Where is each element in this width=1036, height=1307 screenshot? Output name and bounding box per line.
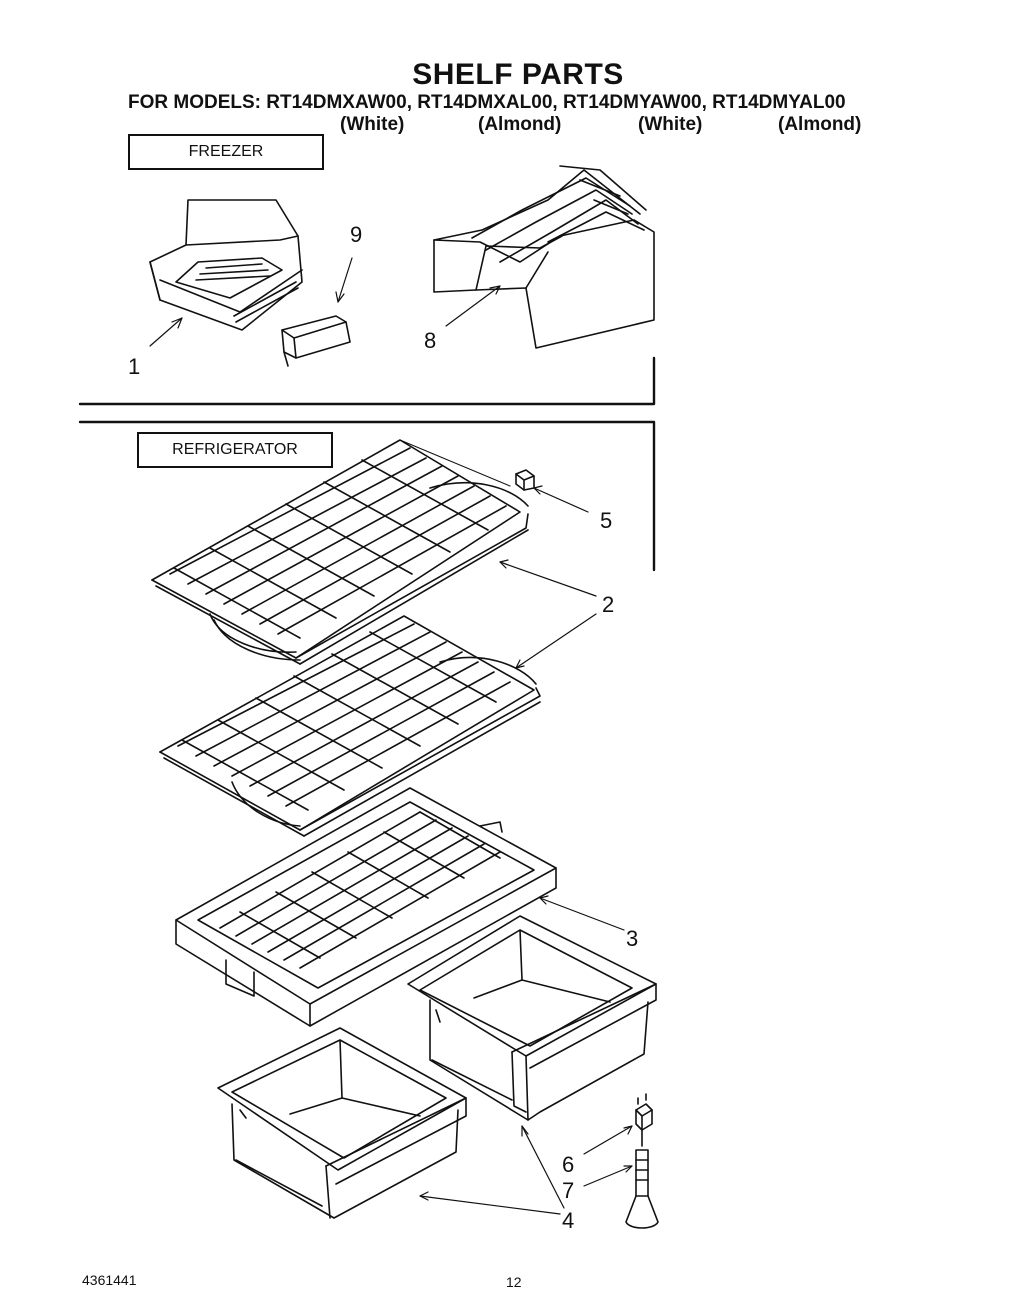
section-dividers bbox=[78, 356, 656, 572]
refrigerator-label-text: REFRIGERATOR bbox=[172, 441, 298, 458]
page-title: SHELF PARTS bbox=[412, 58, 624, 91]
page-number: 12 bbox=[506, 1274, 522, 1290]
callout-9: 9 bbox=[350, 222, 363, 247]
color-white-2: (White) bbox=[638, 114, 703, 135]
part-4-lower-crisper-drawer bbox=[217, 1027, 467, 1219]
callout-3: 3 bbox=[626, 926, 639, 951]
part-9-bin-handle bbox=[281, 315, 351, 367]
color-almond-1: (Almond) bbox=[478, 114, 562, 135]
callout-5: 5 bbox=[600, 508, 613, 533]
callout-2: 2 bbox=[602, 592, 615, 617]
part-8-freezer-wire-shelf bbox=[433, 165, 655, 349]
color-almond-2: (Almond) bbox=[778, 114, 862, 135]
part-6-plug bbox=[635, 1093, 653, 1147]
part-2-lower-wire-shelf bbox=[159, 615, 541, 837]
part-4-upper-crisper-drawer bbox=[407, 915, 657, 1121]
callout-1: 1 bbox=[128, 354, 141, 379]
callout-6: 6 bbox=[562, 1152, 575, 1177]
color-white-1: (White) bbox=[340, 114, 405, 135]
part-3-crisper-cover bbox=[175, 787, 557, 1027]
models-line: FOR MODELS: RT14DMXAW00, RT14DMXAL00, RT… bbox=[128, 92, 846, 113]
callout-8: 8 bbox=[424, 328, 437, 353]
callout-4: 4 bbox=[562, 1208, 575, 1233]
part-1-freezer-bin bbox=[149, 199, 303, 331]
document-number: 4361441 bbox=[82, 1272, 137, 1288]
callout-7: 7 bbox=[562, 1178, 575, 1203]
part-2-upper-wire-shelf bbox=[151, 439, 529, 665]
refrigerator-section-label: REFRIGERATOR bbox=[137, 432, 333, 468]
leader-lines bbox=[149, 257, 633, 1215]
freezer-label-text: FREEZER bbox=[188, 143, 264, 160]
part-7-leveling-leg bbox=[625, 1149, 659, 1229]
freezer-section-label: FREEZER bbox=[128, 134, 324, 170]
